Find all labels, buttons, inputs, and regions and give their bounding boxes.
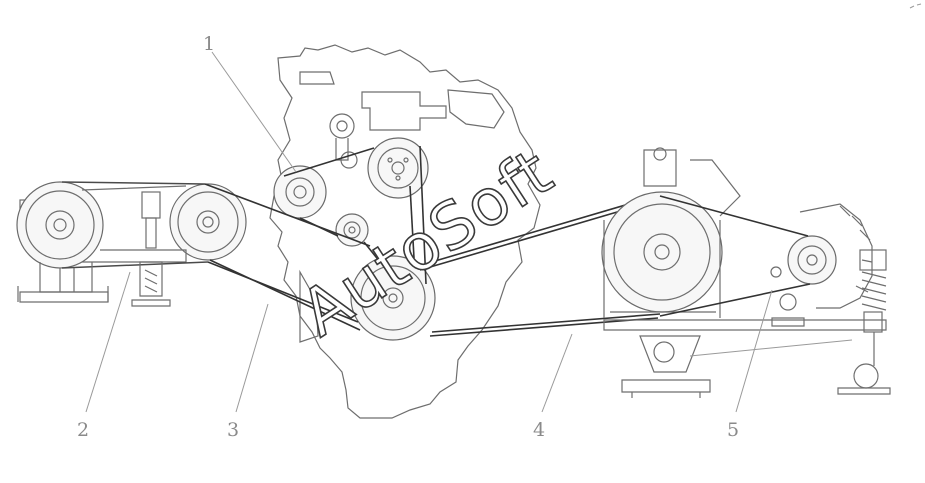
callout-4: 4 xyxy=(533,419,545,441)
corner-mark xyxy=(909,3,922,9)
callout-1: 1 xyxy=(203,33,215,55)
generator-unit xyxy=(601,147,887,398)
callout-3: 3 xyxy=(227,419,239,441)
tensioner-unit xyxy=(659,195,891,395)
callout-2: 2 xyxy=(77,419,89,441)
callout-5: 5 xyxy=(727,419,739,441)
engine-block xyxy=(269,44,541,419)
engine-pulleys xyxy=(273,113,436,341)
left-pulley-unit xyxy=(16,181,247,307)
callout-leaders xyxy=(85,51,773,413)
